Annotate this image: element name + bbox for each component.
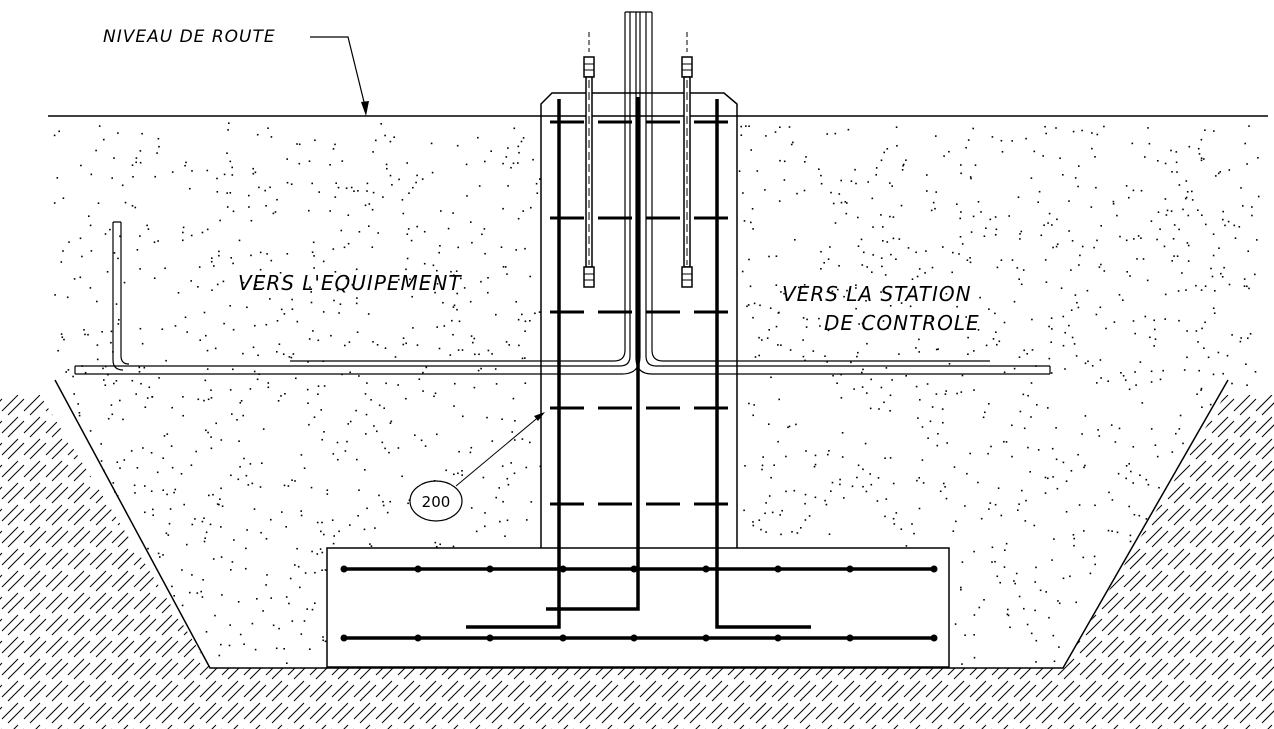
footing-rebar-dots: [340, 565, 938, 642]
to-station-label-line2: DE CONTROLE: [824, 311, 980, 335]
riser-pipe-left: [112, 221, 130, 371]
conduit-right: [625, 11, 1051, 375]
callout-leader: [455, 414, 542, 487]
vertical-rebars: [466, 97, 811, 629]
road-level-label: NIVEAU DE ROUTE: [103, 27, 276, 47]
road-level-arrowhead: [361, 101, 369, 116]
to-equipment-label: VERS L'EQUIPEMENT: [238, 271, 462, 295]
callout-number: 200: [422, 493, 451, 511]
backfill-speckle: [53, 122, 1260, 665]
anchor-bolt-right: [681, 32, 693, 288]
to-station-label-line1: VERS LA STATION: [782, 282, 972, 306]
pedestal-ties: [550, 120, 728, 506]
concrete-pedestal: [540, 92, 738, 548]
anchor-bolt-left: [583, 32, 595, 288]
callout-arrowhead: [534, 412, 545, 421]
conduit-left: [74, 12, 641, 375]
callout-bubble: [409, 480, 463, 522]
footing-rebars: [342, 567, 936, 640]
road-level-leader: [310, 36, 366, 107]
excavation-outline: [54, 379, 1229, 669]
